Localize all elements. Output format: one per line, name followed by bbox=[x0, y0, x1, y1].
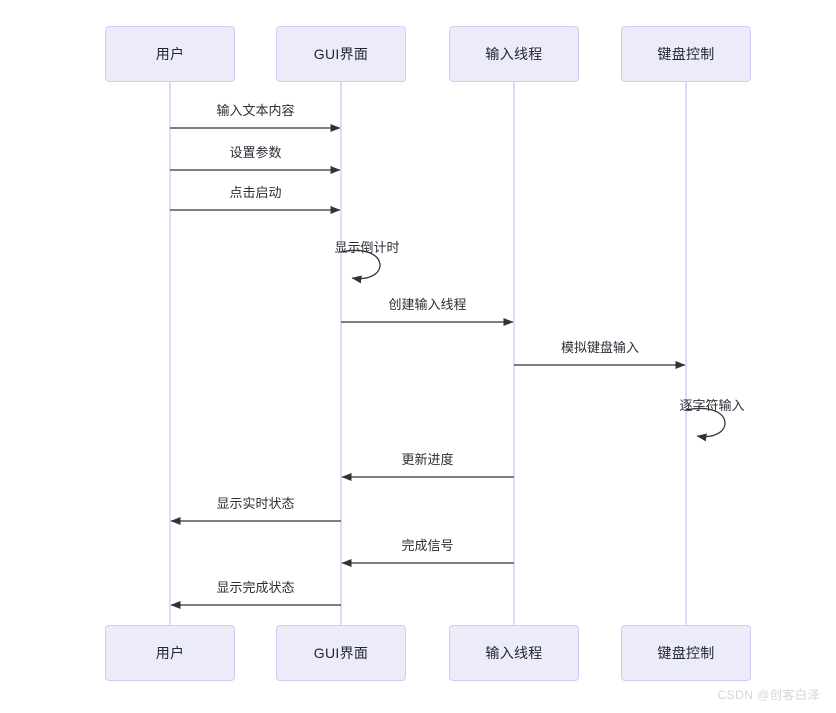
participant-label: 输入线程 bbox=[485, 645, 543, 661]
message-label-8: 显示实时状态 bbox=[216, 496, 295, 511]
participant-box-thread-top[interactable]: 输入线程 bbox=[449, 26, 579, 82]
participant-label: 键盘控制 bbox=[657, 645, 715, 661]
participant-box-gui-top[interactable]: GUI界面 bbox=[276, 26, 406, 82]
participant-label: 键盘控制 bbox=[657, 46, 715, 62]
participant-label: 输入线程 bbox=[485, 46, 543, 62]
message-label-9: 完成信号 bbox=[401, 538, 454, 553]
participant-label: GUI界面 bbox=[313, 46, 369, 62]
participant-label: 用户 bbox=[155, 46, 185, 62]
message-label-1: 设置参数 bbox=[229, 145, 282, 160]
participant-label: 用户 bbox=[155, 645, 185, 661]
self-message-arrow-3 bbox=[340, 249, 381, 284]
message-arrows-group bbox=[170, 124, 726, 609]
participant-box-user-bottom[interactable]: 用户 bbox=[105, 625, 235, 681]
message-label-6: 逐字符输入 bbox=[679, 398, 745, 413]
participant-box-keyboard-top[interactable]: 键盘控制 bbox=[621, 26, 751, 82]
lifelines-group bbox=[169, 82, 687, 625]
participant-box-thread-bottom[interactable]: 输入线程 bbox=[449, 625, 579, 681]
participant-box-keyboard-bottom[interactable]: 键盘控制 bbox=[621, 625, 751, 681]
message-label-3: 显示倒计时 bbox=[334, 240, 400, 255]
participant-box-gui-bottom[interactable]: GUI界面 bbox=[276, 625, 406, 681]
message-label-0: 输入文本内容 bbox=[216, 103, 295, 118]
message-label-4: 创建输入线程 bbox=[388, 297, 467, 312]
self-message-arrow-6 bbox=[685, 407, 726, 442]
message-label-10: 显示完成状态 bbox=[216, 580, 295, 595]
message-label-5: 模拟键盘输入 bbox=[560, 340, 640, 355]
message-label-7: 更新进度 bbox=[401, 452, 454, 467]
participant-label: GUI界面 bbox=[313, 645, 369, 661]
watermark: CSDN @创客白泽 bbox=[717, 688, 820, 702]
message-label-2: 点击启动 bbox=[229, 185, 282, 200]
participant-box-user-top[interactable]: 用户 bbox=[105, 26, 235, 82]
